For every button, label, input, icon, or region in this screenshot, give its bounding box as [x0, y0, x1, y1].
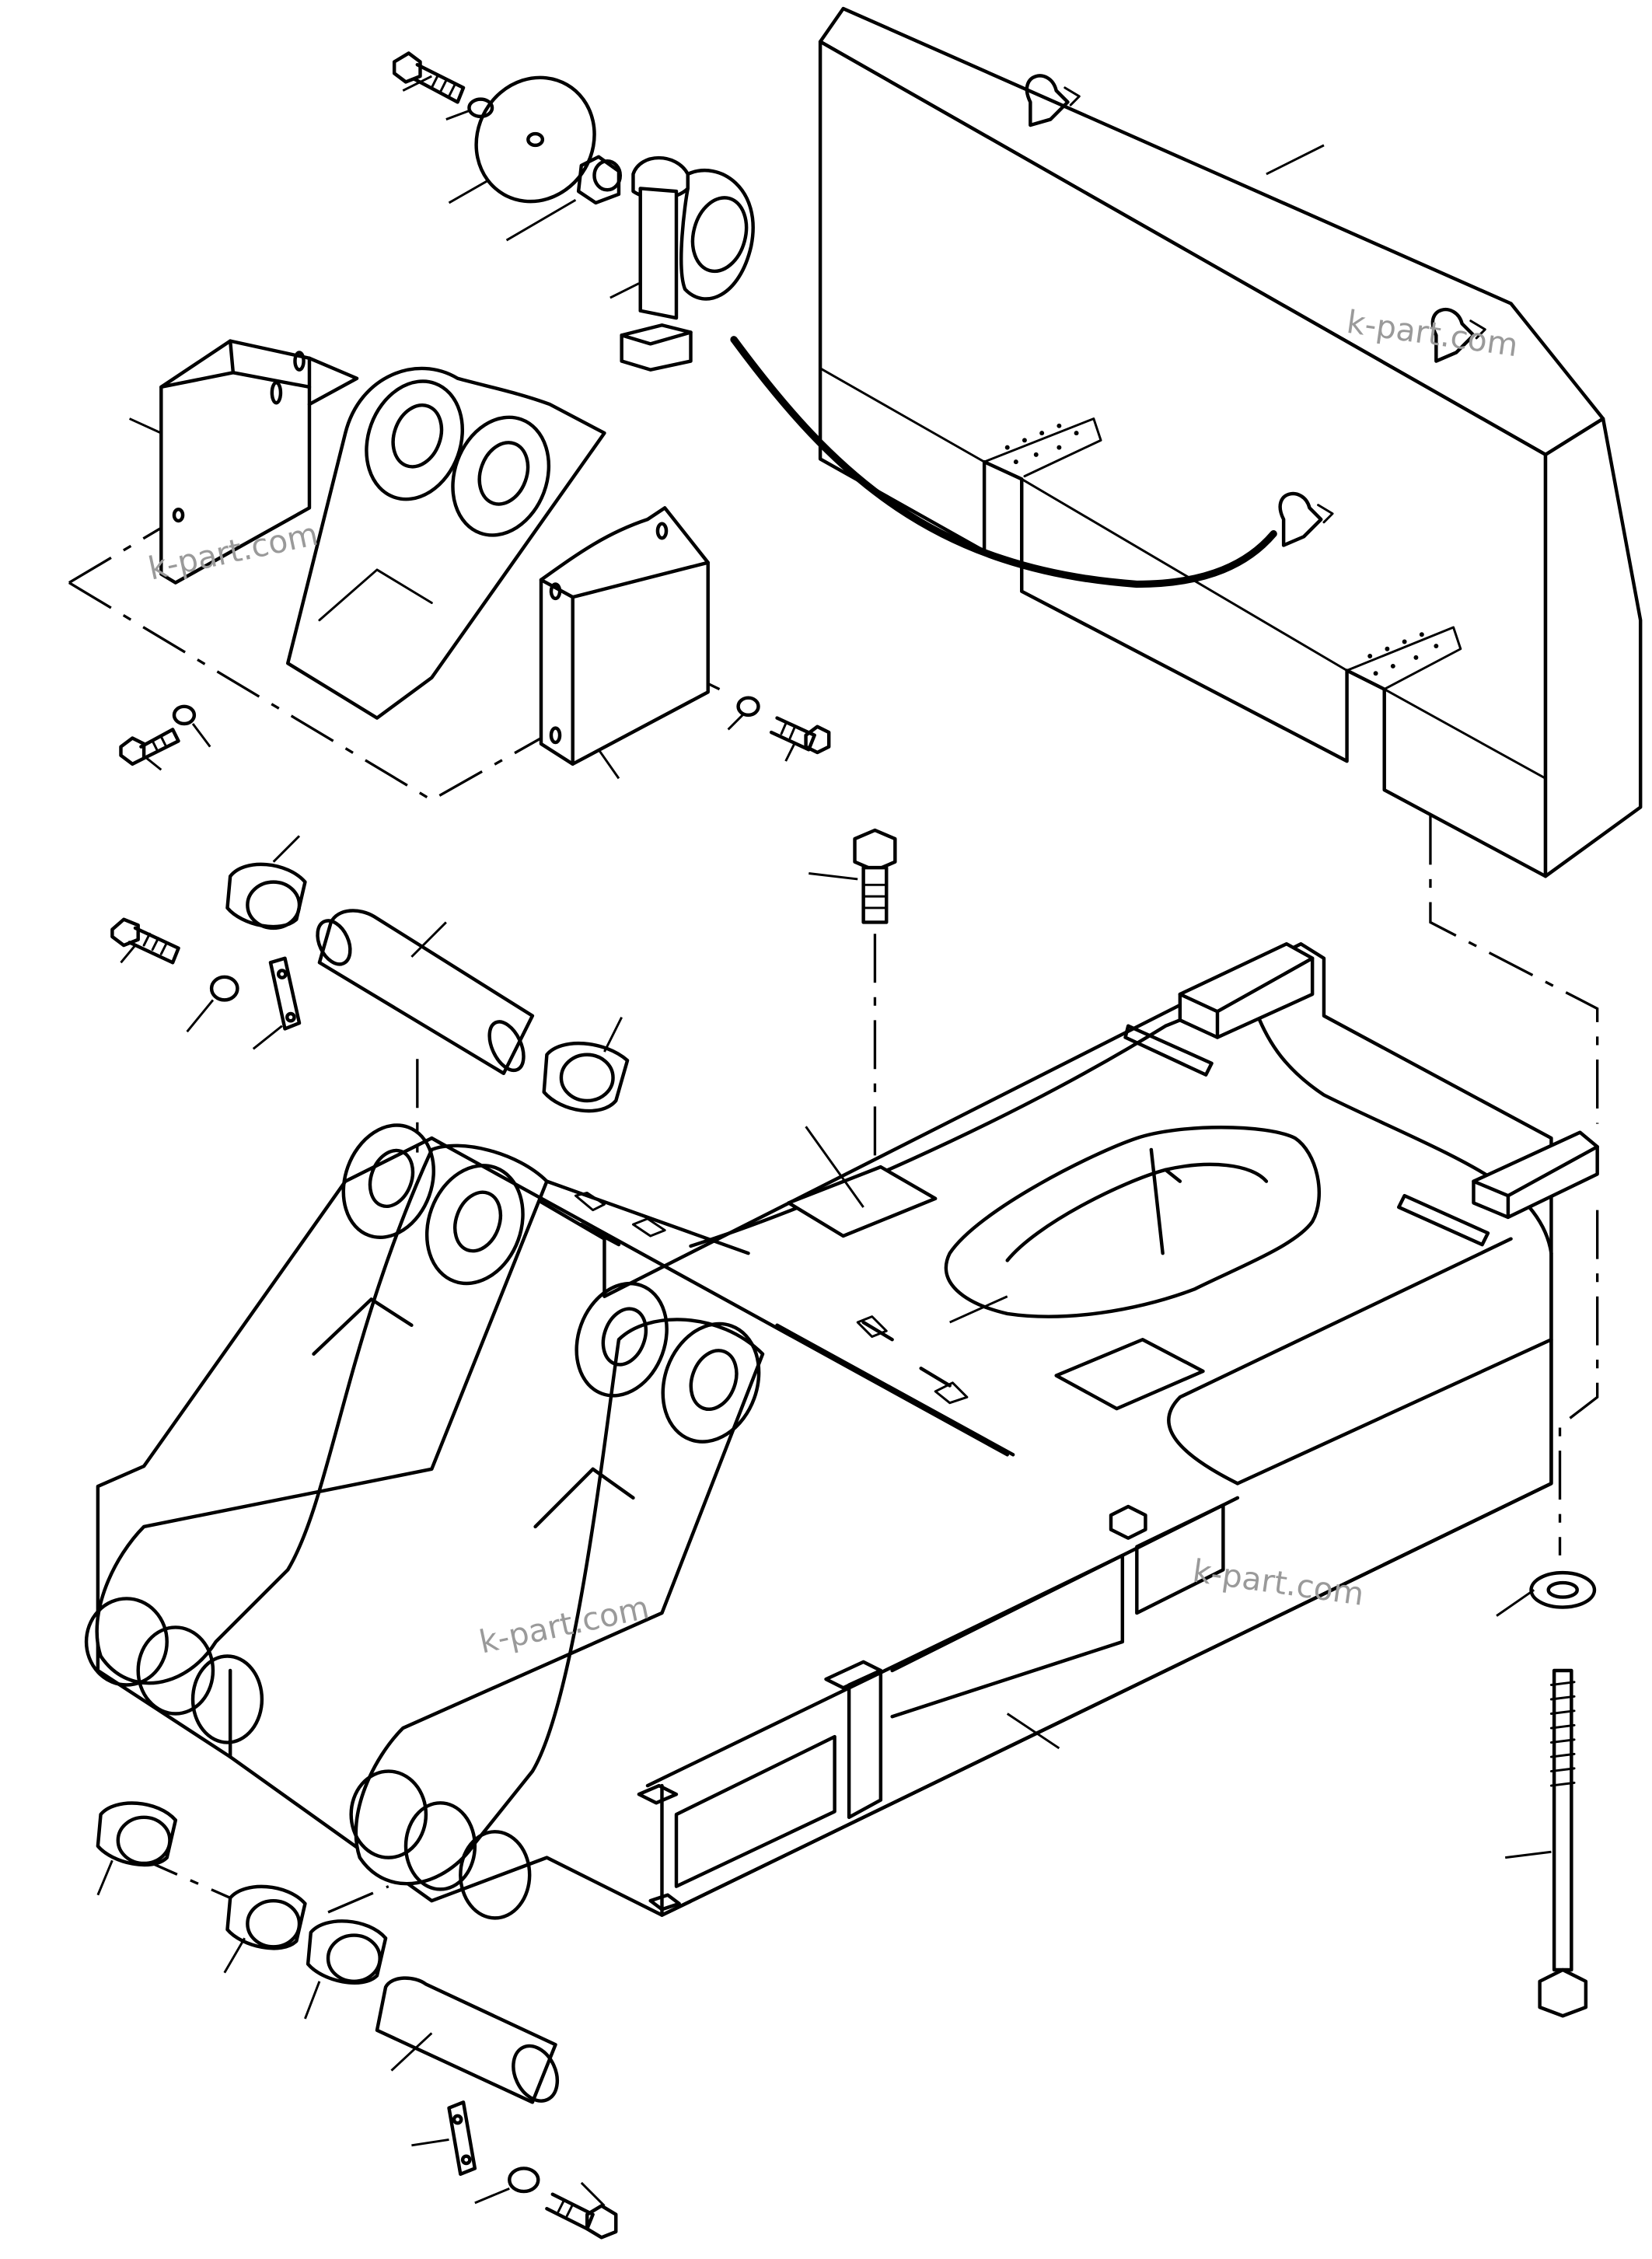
- washer-icon: [172, 704, 197, 726]
- bolt-icon: [110, 917, 180, 965]
- bushing-icon: [542, 1041, 630, 1113]
- plate-icon: [268, 956, 302, 1031]
- bolt-hole-pattern: [1004, 423, 1439, 676]
- plate-icon: [447, 2100, 477, 2177]
- washer-icon: [209, 975, 239, 1002]
- bolt-icon: [392, 51, 466, 104]
- bolt-icon: [119, 728, 180, 766]
- bolt-icon: [545, 2192, 618, 2240]
- mount-pad: [1178, 941, 1315, 1039]
- lifting-lug: [1025, 74, 1081, 127]
- washer-icon: [508, 2166, 540, 2194]
- eye-bracket: [285, 366, 606, 720]
- upper-pin-kit: [110, 862, 630, 1113]
- counterweight: [818, 6, 1643, 878]
- lifting-eye-icon: [620, 156, 755, 372]
- bolt-icon: [853, 828, 897, 924]
- callout-leaders: [96, 75, 1552, 2207]
- lifting-lug: [1278, 491, 1334, 547]
- boom-foot-bracket: [349, 1281, 765, 1920]
- lifting-eye-kit: [392, 51, 755, 372]
- lower-pin-kit: [96, 1801, 618, 2240]
- lifting-lug: [1430, 308, 1486, 363]
- cover-icon: [539, 506, 710, 766]
- bolt-icon: [769, 716, 831, 755]
- bushing-icon: [306, 1919, 388, 1985]
- bushing-icon: [225, 1884, 307, 1950]
- bushing-icon: [225, 862, 307, 930]
- bushing-icon: [576, 155, 623, 205]
- frame-opening: [944, 1126, 1322, 1318]
- plate-icon: [787, 1164, 938, 1238]
- long-bolt-icon: [1529, 1570, 1597, 2018]
- pin-icon: [316, 909, 535, 1076]
- boom-foot-bracket: [84, 1123, 549, 1759]
- washer-icon: [736, 696, 760, 718]
- cover-icon: [159, 339, 359, 585]
- revolving-frame: [84, 941, 1599, 1920]
- assembly-arrow: [730, 336, 1277, 588]
- plate-icon: [1054, 1338, 1205, 1411]
- bushing-icon: [96, 1801, 178, 1867]
- mount-pad: [1472, 1130, 1599, 1220]
- disc-icon: [474, 75, 596, 204]
- upper-bracket-assembly: [68, 339, 831, 802]
- pin-icon: [375, 1976, 560, 2104]
